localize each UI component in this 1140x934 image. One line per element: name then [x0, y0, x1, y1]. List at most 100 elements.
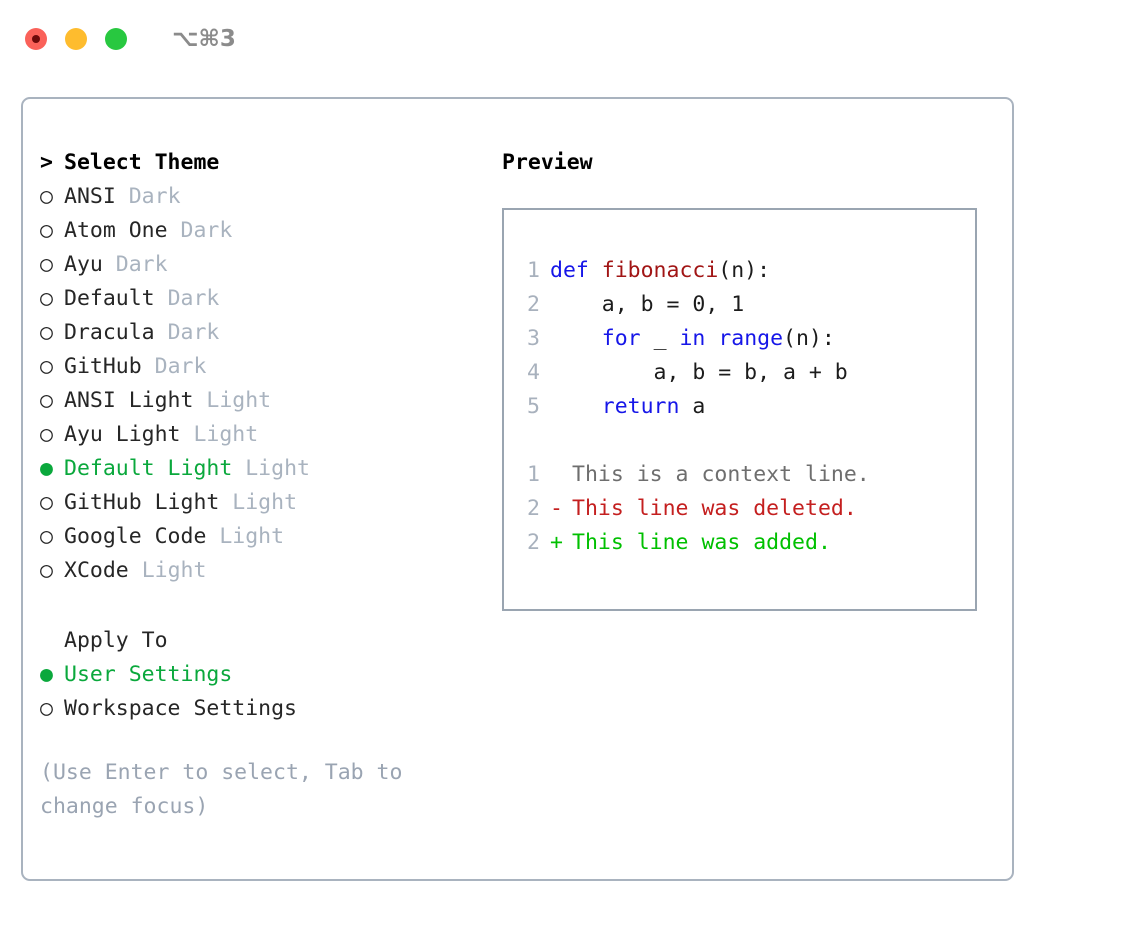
theme-option-ansi-dark[interactable]: ○ ANSI Dark: [40, 180, 490, 214]
preview-spacer: [518, 424, 975, 458]
close-button-icon[interactable]: [25, 28, 47, 50]
code-token: a, b = b, a + b: [550, 360, 848, 385]
section-divider: [40, 588, 490, 624]
theme-option-label: ANSI Light: [64, 388, 194, 413]
radio-unselected-icon: ○: [40, 422, 53, 447]
theme-option-label: Dracula: [64, 320, 155, 345]
theme-option-label: GitHub: [64, 354, 142, 379]
line-number: 2: [527, 530, 540, 555]
radio-unselected-icon: ○: [40, 524, 53, 549]
theme-option-variant: Dark: [128, 184, 181, 209]
zoom-button-icon[interactable]: [105, 28, 127, 50]
theme-option-label: XCode: [64, 558, 129, 583]
diff-line-context: 1 This is a context line.: [518, 458, 975, 492]
apply-to-option-user-settings[interactable]: ●User Settings: [40, 658, 490, 692]
code-line: 3 for _ in range(n):: [518, 322, 975, 356]
line-number: 2: [527, 496, 540, 521]
code-token: _: [640, 326, 680, 351]
theme-option-google-code[interactable]: ○Google Code Light: [40, 520, 490, 554]
diff-text: This line was added.: [572, 530, 831, 555]
code-token: for: [601, 326, 641, 351]
code-token: range: [718, 326, 784, 351]
line-number: 4: [527, 360, 540, 385]
preview-title: Preview: [502, 150, 593, 175]
diff-marker: -: [550, 496, 563, 521]
theme-option-ayu-dark[interactable]: ○ Ayu Dark: [40, 248, 490, 282]
radio-unselected-icon: ○: [40, 252, 53, 277]
theme-option-label: Ayu Light: [64, 422, 181, 447]
code-token: a: [679, 394, 706, 419]
diff-line-deleted: 2-This line was deleted.: [518, 492, 975, 526]
theme-option-github-light[interactable]: ○GitHub Light Light: [40, 486, 490, 520]
theme-option-variant: Light: [245, 456, 310, 481]
theme-option-variant: Light: [206, 388, 272, 413]
diff-text: This line was deleted.: [572, 496, 857, 521]
line-number: 5: [527, 394, 540, 419]
code-token: return: [601, 394, 680, 419]
line-number: 1: [527, 462, 540, 487]
theme-picker-header: > Select Theme: [40, 146, 490, 180]
cursor-arrow-icon: >: [40, 150, 53, 175]
theme-option-default-dark[interactable]: ○ Default Dark: [40, 282, 490, 316]
theme-option-variant: Dark: [115, 252, 168, 277]
theme-option-variant: Dark: [180, 218, 233, 243]
theme-option-variant: Light: [193, 422, 259, 447]
code-line: 4 a, b = b, a + b: [518, 356, 975, 390]
theme-option-label: Default: [64, 286, 155, 311]
theme-option-github-dark[interactable]: ○GitHub Dark: [40, 350, 490, 384]
theme-option-xcode[interactable]: ○ XCode Light: [40, 554, 490, 588]
minimize-button-icon[interactable]: [65, 28, 87, 50]
code-token: [550, 394, 602, 419]
theme-option-label: GitHub Light: [64, 490, 220, 515]
radio-unselected-icon: ○: [40, 490, 53, 515]
radio-unselected-icon: ○: [40, 286, 53, 311]
theme-option-atom-one-dark[interactable]: ○ Atom One Dark: [40, 214, 490, 248]
code-token: (n):: [783, 326, 835, 351]
theme-option-variant: Dark: [167, 320, 220, 345]
radio-unselected-icon: ○: [40, 558, 53, 583]
radio-unselected-icon: ○: [40, 184, 53, 209]
window-controls: [25, 28, 127, 50]
code-token: def: [550, 258, 602, 283]
theme-option-label: Atom One: [64, 218, 168, 243]
radio-unselected-icon: ○: [40, 388, 53, 413]
code-token: in: [679, 326, 706, 351]
theme-option-ayu-light[interactable]: ○ Ayu Light Light: [40, 418, 490, 452]
radio-unselected-icon: ○: [40, 696, 53, 721]
theme-option-default-light[interactable]: ●Default Light Light: [40, 452, 490, 486]
theme-option-label: Ayu: [64, 252, 103, 277]
title-bar: ⌥⌘3: [0, 0, 1140, 78]
code-token: [550, 326, 602, 351]
diff-line-added: 2 + This line was added.: [518, 526, 975, 560]
apply-to-option-label: Workspace Settings: [64, 696, 297, 721]
theme-option-dracula-dark[interactable]: ○Dracula Dark: [40, 316, 490, 350]
code-line: 5 return a: [518, 390, 975, 424]
line-number: 2: [527, 292, 540, 317]
apply-to-header: Apply To: [40, 624, 490, 658]
recording-indicator-icon: [32, 35, 40, 43]
theme-option-variant: Dark: [167, 286, 220, 311]
apply-to-header-label: Apply To: [64, 628, 168, 653]
keyboard-shortcut-label: ⌥⌘3: [172, 26, 236, 52]
theme-option-label: ANSI: [64, 184, 116, 209]
code-line: 2 a, b = 0, 1: [518, 288, 975, 322]
code-token: (n):: [718, 258, 771, 283]
line-number: 1: [527, 258, 540, 283]
help-hint-text: (Use Enter to select, Tab to change focu…: [40, 760, 403, 819]
apply-to-header-spacer: [40, 624, 64, 658]
radio-unselected-icon: ○: [40, 218, 53, 243]
theme-option-variant: Light: [141, 558, 207, 583]
theme-picker-header-label: Select Theme: [64, 150, 220, 175]
theme-option-variant: Dark: [154, 354, 207, 379]
theme-picker-column: >Select Theme ○ANSI Dark ○Atom One Dark …: [40, 146, 490, 824]
dialog-panel: >Select Theme ○ANSI Dark ○Atom One Dark …: [21, 97, 1014, 881]
diff-marker: +: [550, 530, 563, 555]
diff-marker: [550, 458, 572, 492]
radio-selected-icon: ●: [40, 662, 53, 687]
apply-to-option-workspace-settings[interactable]: ○ Workspace Settings: [40, 692, 490, 726]
code-token: a, b = 0, 1: [550, 292, 745, 317]
theme-option-ansi-light[interactable]: ○ ANSI Light Light: [40, 384, 490, 418]
